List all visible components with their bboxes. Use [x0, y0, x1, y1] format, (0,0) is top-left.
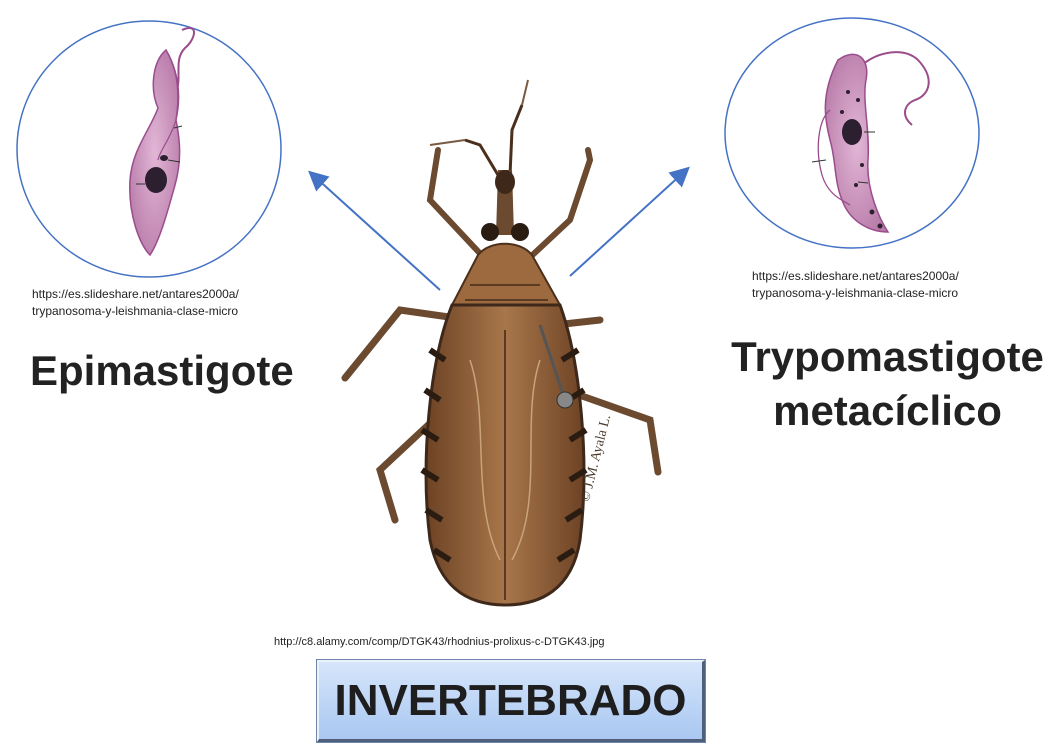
trypomastigote-image-source: https://es.slideshare.net/antares2000a/ …	[752, 268, 959, 302]
trypomastigote-label: Trypomastigote metacíclico	[720, 330, 1055, 438]
bug-image-source: http://c8.alamy.com/comp/DTGK43/rhodnius…	[274, 634, 605, 651]
arrow-to-epimastigote	[314, 176, 440, 290]
epimastigote-image-source: https://es.slideshare.net/antares2000a/ …	[32, 286, 239, 320]
trypomastigote-label-line1: Trypomastigote	[720, 330, 1055, 384]
rhodnius-prolixus-photo	[345, 80, 658, 605]
invertebrado-label: INVERTEBRADO	[334, 676, 686, 726]
invertebrado-box: INVERTEBRADO	[317, 660, 705, 742]
arrow-to-trypomastigote	[570, 172, 684, 276]
epimastigote-label: Epimastigote	[30, 347, 294, 395]
trypomastigote-label-line2: metacíclico	[720, 384, 1055, 438]
